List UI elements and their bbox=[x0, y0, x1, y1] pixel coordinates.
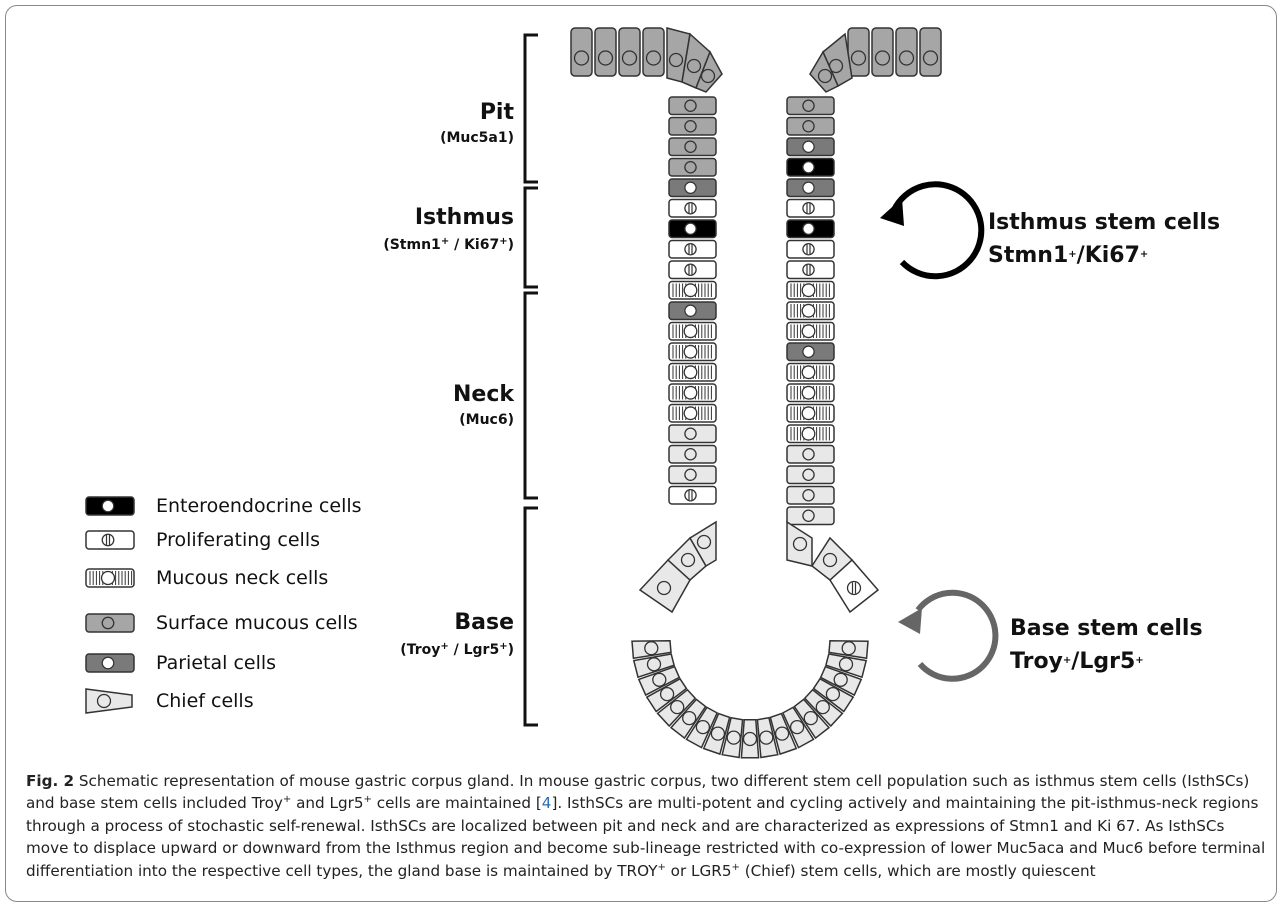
figure-caption: Fig. 2 Schematic representation of mouse… bbox=[26, 770, 1266, 882]
base-cycle-arrow bbox=[918, 593, 995, 679]
legend-item-enteroendocrine: Enteroendocrine cells bbox=[86, 490, 362, 522]
right-cell-enteroendocrine bbox=[787, 220, 834, 238]
legend-item-parietal: Parietal cells bbox=[86, 647, 276, 679]
right-cell-mucous-neck bbox=[787, 282, 834, 300]
right-cell-mucous-neck bbox=[787, 302, 834, 320]
left-cell-mucous-neck bbox=[669, 364, 716, 382]
left-cell-parietal bbox=[669, 179, 716, 197]
right-cell-parietal bbox=[787, 138, 834, 156]
region-brackets bbox=[525, 35, 538, 725]
region-neck-marker: (Muc6) bbox=[459, 412, 514, 428]
bracket-pit bbox=[525, 35, 538, 182]
legend-item-proliferating: Proliferating cells bbox=[86, 524, 320, 556]
right-cell-parietal bbox=[787, 343, 834, 361]
right-cell-surface-mucous bbox=[787, 97, 834, 115]
cell-surface-mucous-top bbox=[571, 28, 592, 76]
base-chief-cell bbox=[741, 720, 758, 758]
legend-item-mucous-neck: Mucous neck cells bbox=[86, 562, 328, 594]
cell-surface-mucous-top bbox=[643, 28, 664, 76]
base-stem-label: Base stem cells Troy+/Lgr5+ bbox=[1010, 612, 1203, 678]
region-neck-name: Neck bbox=[453, 382, 514, 407]
right-cell-mucous-neck bbox=[787, 323, 834, 341]
left-cell-chief bbox=[669, 446, 716, 464]
stem-cycle-arrows bbox=[880, 184, 995, 679]
right-cell-surface-mucous bbox=[787, 118, 834, 136]
region-isthmus-name: Isthmus bbox=[415, 205, 514, 230]
left-cell-proliferating bbox=[669, 241, 716, 259]
right-cell-mucous-neck bbox=[787, 425, 834, 443]
left-cell-mucous-neck bbox=[669, 405, 716, 423]
left-cell-mucous-neck bbox=[669, 282, 716, 300]
left-cell-mucous-neck bbox=[669, 323, 716, 341]
right-cell-chief bbox=[787, 487, 834, 505]
isthmus-stem-label: Isthmus stem cells Stmn1+/Ki67+ bbox=[988, 206, 1220, 272]
left-cell-surface-mucous bbox=[669, 118, 716, 136]
right-cell-mucous-neck bbox=[787, 384, 834, 402]
left-cell-surface-mucous bbox=[669, 138, 716, 156]
left-cell-chief bbox=[669, 425, 716, 443]
left-cell-mucous-neck bbox=[669, 343, 716, 361]
right-cell-proliferating bbox=[787, 200, 834, 218]
region-isthmus-marker: (Stmn1+ / Ki67+) bbox=[383, 237, 514, 253]
cell-surface-mucous-top bbox=[896, 28, 917, 76]
left-cell-enteroendocrine bbox=[669, 220, 716, 238]
cell-surface-mucous-top bbox=[872, 28, 893, 76]
left-cell-mucous-neck bbox=[669, 384, 716, 402]
bracket-neck bbox=[525, 293, 538, 498]
legend-item-chief: Chief cells bbox=[86, 685, 254, 717]
left-cell-proliferating bbox=[669, 487, 716, 505]
right-cell-proliferating bbox=[787, 241, 834, 259]
base-chief-cell bbox=[787, 522, 812, 566]
right-cell-proliferating bbox=[787, 261, 834, 279]
left-cell-chief bbox=[669, 466, 716, 484]
right-cell-enteroendocrine bbox=[787, 159, 834, 177]
right-cell-parietal bbox=[787, 179, 834, 197]
isthmus-cycle-arrow bbox=[894, 184, 981, 276]
isthmus-arrowhead bbox=[880, 198, 904, 226]
right-cell-chief bbox=[787, 507, 834, 525]
left-cell-proliferating bbox=[669, 200, 716, 218]
cell-surface-mucous-top bbox=[920, 28, 941, 76]
cell-surface-mucous-top bbox=[619, 28, 640, 76]
bracket-isthmus bbox=[525, 188, 538, 287]
region-pit-name: Pit bbox=[480, 100, 514, 125]
region-base-name: Base bbox=[454, 610, 514, 635]
figure-number: Fig. 2 bbox=[26, 772, 74, 790]
cell-surface-mucous-top bbox=[595, 28, 616, 76]
right-cell-mucous-neck bbox=[787, 364, 834, 382]
left-cell-proliferating bbox=[669, 261, 716, 279]
right-cell-mucous-neck bbox=[787, 405, 834, 423]
legend-item-surface-mucous: Surface mucous cells bbox=[86, 607, 358, 639]
region-pit-marker: (Muc5a1) bbox=[440, 130, 514, 146]
region-base-marker: (Troy+ / Lgr5+) bbox=[400, 642, 514, 658]
bracket-base bbox=[525, 508, 538, 725]
left-cell-parietal bbox=[669, 302, 716, 320]
right-cell-chief bbox=[787, 466, 834, 484]
left-cell-surface-mucous bbox=[669, 97, 716, 115]
base-arrowhead bbox=[898, 608, 922, 634]
left-cell-surface-mucous bbox=[669, 159, 716, 177]
right-cell-chief bbox=[787, 446, 834, 464]
gland-cells bbox=[571, 28, 941, 758]
